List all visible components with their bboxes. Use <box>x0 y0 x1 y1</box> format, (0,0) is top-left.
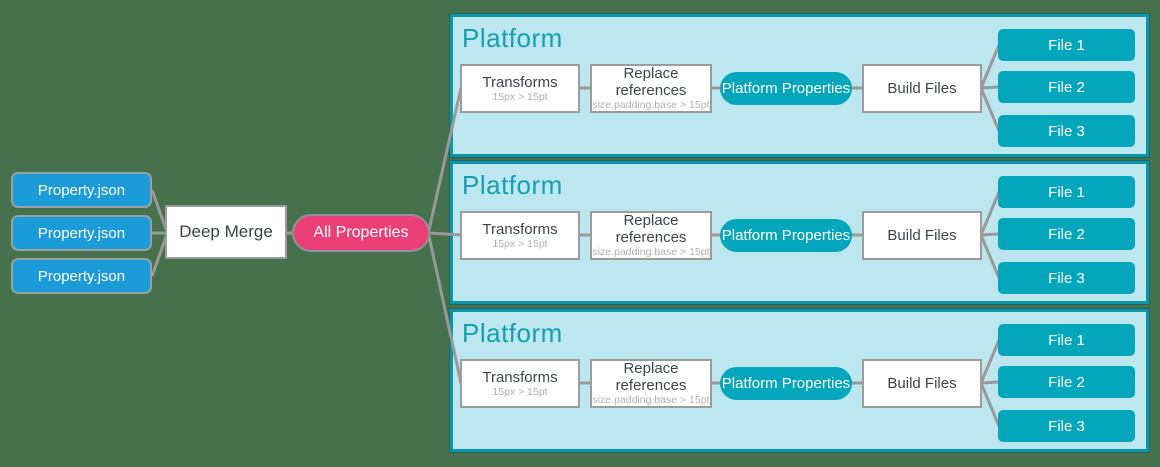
file-node: File 1 <box>998 29 1135 61</box>
build-files-node: Build Files <box>862 211 982 260</box>
platform-panel: Platform Transforms 15px > 15pt Replace … <box>450 14 1149 157</box>
replace-references-node: Replace references size.padding.base > 1… <box>590 359 712 408</box>
replace-references-example: size.padding.base > 15pt <box>592 246 710 258</box>
transforms-label: Transforms <box>482 368 558 386</box>
transforms-label: Transforms <box>482 220 558 238</box>
deep-merge-node: Deep Merge <box>165 205 287 259</box>
platform-panel: Platform Transforms 15px > 15pt Replace … <box>450 309 1149 452</box>
file-node: File 1 <box>998 176 1135 208</box>
transforms-node: Transforms 15px > 15pt <box>460 211 580 260</box>
platform-panel: Platform Transforms 15px > 15pt Replace … <box>450 161 1149 304</box>
replace-references-label: Replace references <box>615 360 687 394</box>
file-node: File 2 <box>998 71 1135 103</box>
file-node: File 3 <box>998 262 1135 294</box>
replace-references-node: Replace references size.padding.base > 1… <box>590 211 712 260</box>
transforms-example: 15px > 15pt <box>492 237 548 250</box>
platform-properties-node: Platform Properties <box>720 367 852 400</box>
replace-references-label: Replace references <box>615 212 687 246</box>
replace-references-example: size.padding.base > 15pt <box>592 394 710 406</box>
transforms-node: Transforms 15px > 15pt <box>460 64 580 113</box>
platform-title: Platform <box>462 318 563 348</box>
replace-references-example: size.padding.base > 15pt <box>592 99 710 111</box>
transforms-label: Transforms <box>482 73 558 91</box>
replace-references-label: Replace references <box>615 65 687 99</box>
transforms-example: 15px > 15pt <box>492 385 548 398</box>
platform-title: Platform <box>462 23 563 53</box>
replace-references-node: Replace references size.padding.base > 1… <box>590 64 712 113</box>
build-files-label: Build Files <box>887 227 957 244</box>
transforms-node: Transforms 15px > 15pt <box>460 359 580 408</box>
file-node: File 3 <box>998 410 1135 442</box>
build-files-node: Build Files <box>862 359 982 408</box>
property-json-node: Property.json <box>11 172 152 208</box>
file-node: File 2 <box>998 366 1135 398</box>
build-files-label: Build Files <box>887 80 957 97</box>
property-json-node: Property.json <box>11 215 152 251</box>
platform-properties-node: Platform Properties <box>720 219 852 252</box>
build-files-label: Build Files <box>887 375 957 392</box>
property-json-node: Property.json <box>11 258 152 294</box>
platform-title: Platform <box>462 170 563 200</box>
file-node: File 1 <box>998 324 1135 356</box>
platform-properties-node: Platform Properties <box>720 72 852 105</box>
build-files-node: Build Files <box>862 64 982 113</box>
file-node: File 2 <box>998 218 1135 250</box>
file-node: File 3 <box>998 115 1135 147</box>
transforms-example: 15px > 15pt <box>492 90 548 103</box>
all-properties-node: All Properties <box>292 214 430 252</box>
